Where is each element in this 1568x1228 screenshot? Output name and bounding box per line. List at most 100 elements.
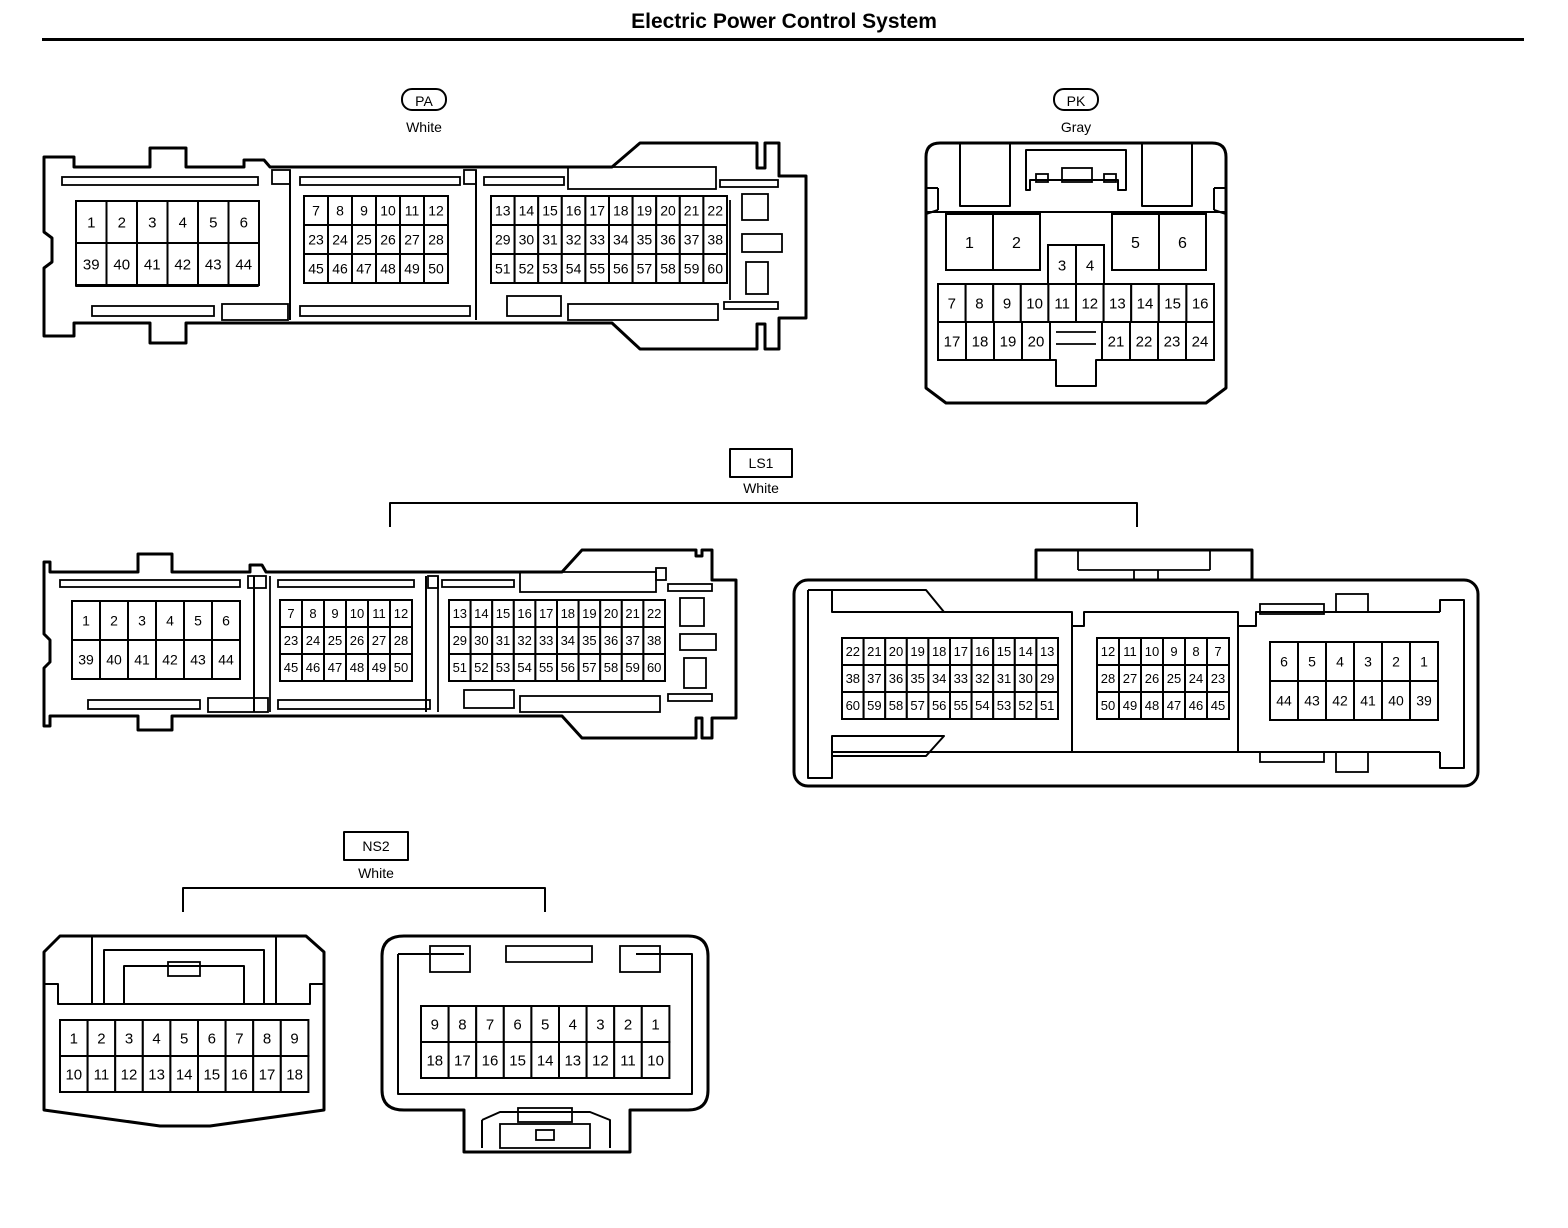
terminal-number: 42 [162,652,178,668]
terminal-number: 24 [332,232,348,248]
terminal-number: 48 [380,261,396,277]
terminal-number: 8 [336,203,344,219]
cavity-cell [475,1041,505,1079]
cavity-cell [375,224,401,255]
terminal-number: 10 [1145,644,1159,659]
terminal-number: 4 [569,1016,577,1033]
terminal-number: 3 [1058,257,1066,274]
cavity-cell [1075,244,1105,286]
terminal-number: 4 [1086,257,1094,274]
ns2-label: NS2 White [182,831,546,912]
terminal-number: 26 [1145,671,1159,686]
terminal-number: 1 [651,1016,659,1033]
terminal-number: 50 [1101,698,1115,713]
cavity-cell [114,1019,144,1057]
cavity-cell [993,321,1023,361]
terminal-number: 31 [542,232,558,248]
cavity-cell [252,1055,282,1093]
terminal-number: 19 [582,606,596,621]
terminal-number: 12 [394,606,408,621]
cavity-cell [1111,213,1160,271]
pk-code: PK [1067,93,1086,109]
terminal-number: 28 [1101,671,1115,686]
terminal-number: 3 [148,214,156,231]
terminal-number: 31 [997,671,1011,686]
terminal-number: 48 [350,660,364,675]
terminal-number: 2 [97,1030,105,1047]
terminal-number: 2 [118,214,126,231]
cavity-cell [502,1041,533,1079]
terminal-number: 11 [405,203,420,219]
terminal-number: 5 [1131,235,1140,252]
terminal-number: 7 [235,1030,243,1047]
terminal-number: 49 [1123,698,1137,713]
terminal-number: 57 [582,660,596,675]
terminal-number: 7 [948,295,956,312]
terminal-number: 7 [486,1016,494,1033]
cavity-cell [1101,321,1131,361]
terminal-number: 18 [426,1052,443,1069]
terminal-number: 8 [1192,644,1199,659]
terminal-number: 57 [637,261,653,277]
terminal-number: 19 [910,644,924,659]
terminal-number: 4 [166,613,174,629]
terminal-number: 3 [138,613,146,629]
terminal-number: 23 [308,232,324,248]
terminal-number: 13 [453,606,467,621]
terminal-number: 18 [932,644,946,659]
ls1-female-connector-body [42,548,738,740]
cavity-cell [423,195,449,226]
terminal-number: 41 [144,256,161,273]
cavity-cell [1269,680,1299,721]
terminal-number: 56 [932,698,946,713]
terminal-number: 11 [1054,295,1070,312]
terminal-number: 5 [194,613,202,629]
ls1-male-connector-body [792,548,1480,788]
terminal-number: 24 [1192,333,1209,350]
terminal-number: 3 [125,1030,133,1047]
cavity-cell [252,1019,282,1057]
terminal-number: 28 [428,232,444,248]
terminal-number: 1 [70,1030,78,1047]
terminal-number: 11 [620,1052,636,1069]
cavity-cell [1158,213,1207,271]
terminal-number: 21 [684,203,700,219]
cavity-cell [1102,283,1133,323]
terminal-number: 45 [284,660,298,675]
terminal-number: 18 [613,203,629,219]
terminal-number: 53 [496,660,510,675]
terminal-number: 5 [180,1030,188,1047]
terminal-number: 58 [604,660,618,675]
terminal-number: 3 [596,1016,604,1033]
cavity-cell [585,1041,616,1079]
terminal-number: 3 [1364,654,1372,670]
terminal-number: 40 [113,256,130,273]
terminal-number: 30 [519,232,535,248]
terminal-number: 9 [1170,644,1177,659]
terminal-number: 43 [1304,693,1320,709]
terminal-number: 40 [1388,693,1404,709]
terminal-number: 9 [1003,295,1011,312]
terminal-number: 21 [1108,333,1125,350]
terminal-number: 57 [910,698,924,713]
cavity-cell [211,639,241,680]
terminal-number: 35 [637,232,653,248]
terminal-number: 51 [495,261,511,277]
terminal-number: 37 [684,232,700,248]
terminal-number: 10 [350,606,364,621]
cavity-cell [127,639,157,680]
cavity-cell [351,224,377,255]
terminal-number: 14 [176,1066,193,1083]
terminal-number: 5 [1308,654,1316,670]
terminal-number: 17 [589,203,605,219]
terminal-number: 12 [1101,644,1115,659]
terminal-number: 38 [846,671,860,686]
terminal-number: 31 [496,633,510,648]
terminal-number: 38 [647,633,661,648]
